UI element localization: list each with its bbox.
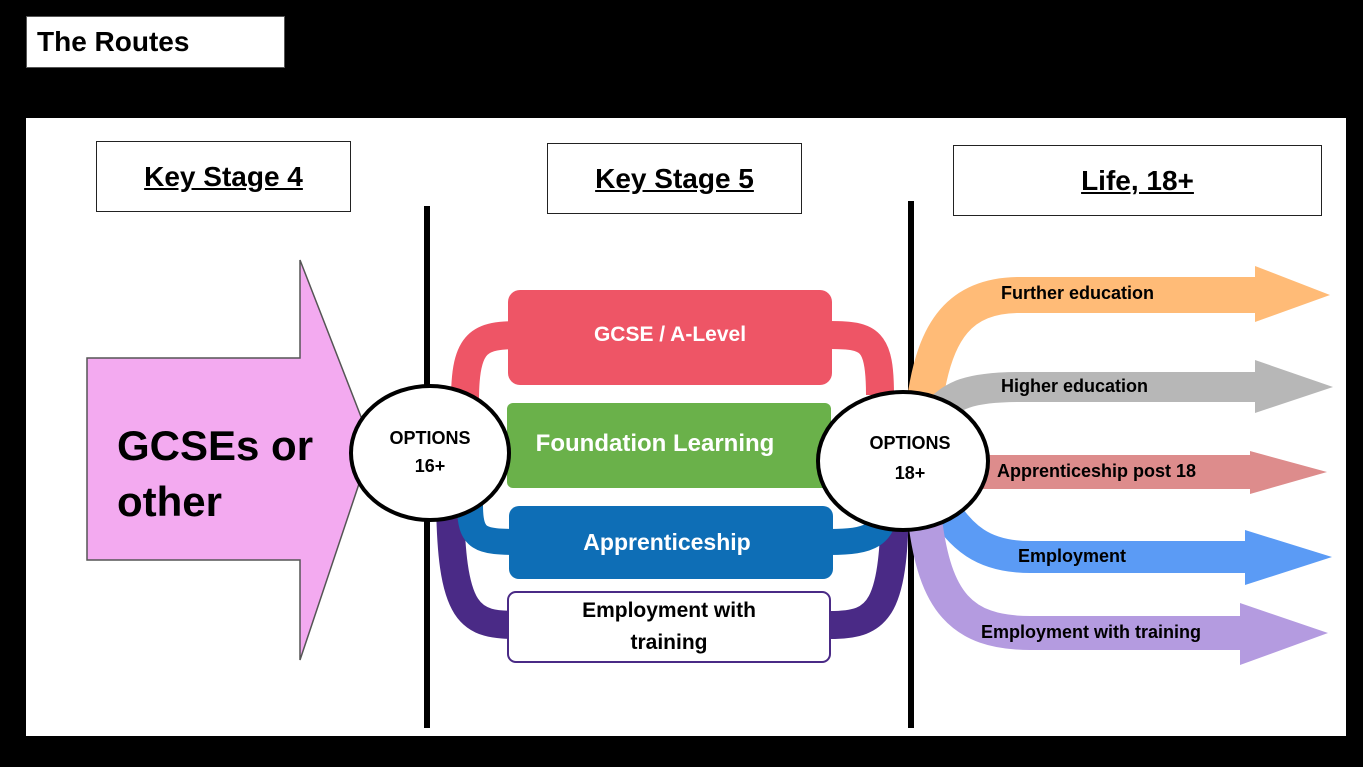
- stage-header-ks5-label: Key Stage 5: [595, 162, 754, 194]
- route-box-apprenticeship: [509, 506, 833, 579]
- route-label-gcse-alevel-text: GCSE / A-Level: [593, 323, 747, 346]
- route-label-gcse-alevel: GCSE / A-Level: [508, 290, 832, 380]
- stage-header-life-label: Life, 18+: [1081, 164, 1194, 196]
- start-arrow-line1: GCSEs or: [117, 422, 314, 469]
- page-title-box: The Routes: [26, 16, 285, 68]
- outcome-label-higher-education: Higher education: [1001, 376, 1149, 396]
- start-arrow: [86, 259, 373, 661]
- options-16-label: OPTIONS 16+: [360, 420, 500, 484]
- stage-header-ks4: Key Stage 4: [96, 141, 351, 212]
- start-arrow-label: GCSEs or other: [117, 418, 313, 530]
- outcome-arrowhead-employment: [1245, 530, 1332, 585]
- outcome-label-apprenticeship-post-18: Apprenticeship post 18: [997, 461, 1197, 481]
- outcome-arrowhead-higher-education: [1255, 360, 1333, 413]
- outcome-arrow-further-education: [907, 277, 1255, 403]
- options-18-label: OPTIONS 18+: [835, 426, 985, 490]
- outcome-label-employment-training: Employment with training: [981, 622, 1202, 642]
- stage-header-ks4-label: Key Stage 4: [144, 160, 303, 192]
- outcome-arrowhead-further-education: [1255, 266, 1330, 322]
- route-box-foundation-learning: [507, 403, 831, 488]
- route-label-employment-training-line2: training: [630, 631, 708, 654]
- route-label-employment-training: Employment with training: [508, 592, 830, 662]
- options-16-line2: 16+: [414, 456, 446, 476]
- route-label-employment-training-line1: Employment with: [582, 599, 756, 622]
- options-16-ellipse: [349, 384, 511, 522]
- options-18-ellipse: [816, 390, 990, 532]
- route-label-foundation-learning-text: Foundation Learning: [535, 430, 775, 457]
- outcome-arrowhead-employment-training: [1240, 603, 1328, 665]
- options-18-line1: OPTIONS: [869, 433, 951, 453]
- outcome-label-employment: Employment: [1018, 546, 1127, 566]
- options-18-line2: 18+: [894, 463, 926, 483]
- page-title: The Routes: [37, 26, 190, 57]
- route-label-foundation-learning: Foundation Learning: [507, 403, 803, 485]
- route-box-gcse-alevel: [508, 290, 832, 385]
- options-16-line1: OPTIONS: [389, 428, 471, 448]
- route-label-apprenticeship: Apprenticeship: [509, 506, 825, 579]
- stage-header-ks5: Key Stage 5: [547, 143, 802, 214]
- route-label-apprenticeship-text: Apprenticeship: [583, 529, 751, 555]
- outcome-arrow-employment-training: [908, 517, 1240, 650]
- route-box-employment-training: [507, 591, 831, 663]
- outcome-arrowhead-apprenticeship-post-18: [1250, 451, 1327, 494]
- start-arrow-line2: other: [117, 478, 222, 525]
- outcome-label-further-education: Further education: [1001, 283, 1155, 303]
- stage-header-life: Life, 18+: [953, 145, 1322, 216]
